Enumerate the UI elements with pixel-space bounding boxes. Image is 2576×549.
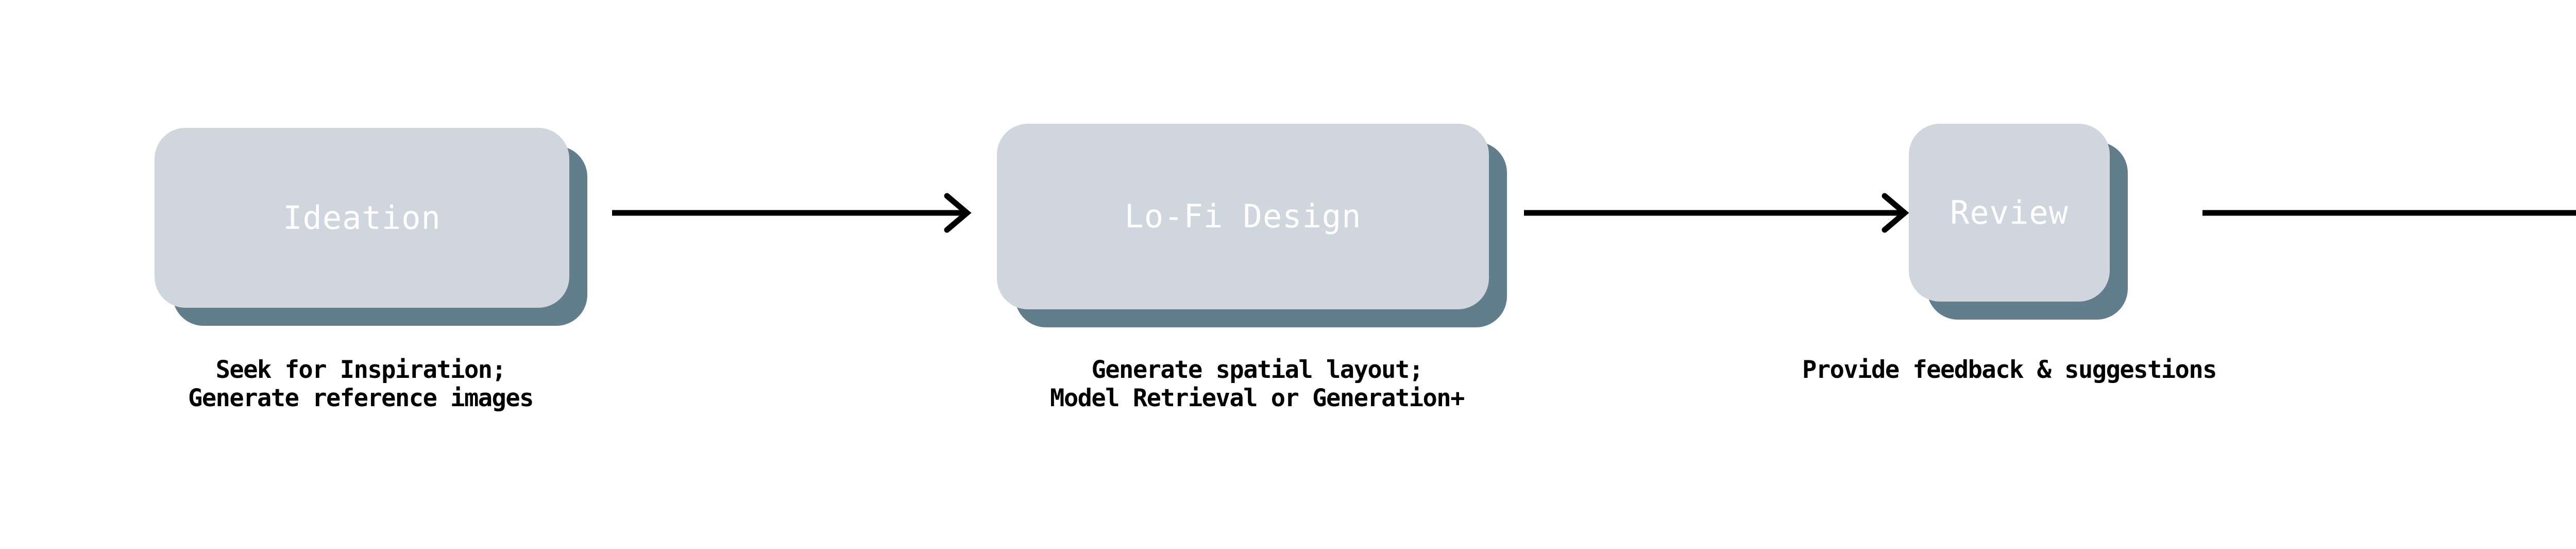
stage-caption-lo-fi-design: Generate spatial layout; Model Retrieval… — [1050, 356, 1465, 413]
arrow-head-icon — [1882, 193, 1909, 233]
stage-node-ideation[interactable]: Ideation — [155, 128, 587, 326]
arrow-head-icon — [944, 193, 972, 233]
node-body: Ideation — [155, 128, 569, 308]
stage-label: Review — [1950, 193, 2069, 231]
connector-arrow-1 — [612, 190, 973, 236]
stage-label: Lo-Fi Design — [1124, 197, 1362, 235]
connector-arrow-3 — [2202, 190, 2576, 236]
node-body: Lo-Fi Design — [997, 124, 1489, 309]
node-body: Review — [1909, 124, 2110, 302]
connector-arrow-2 — [1524, 190, 1910, 236]
stage-caption-ideation: Seek for Inspiration; Generate reference… — [188, 356, 534, 413]
stage-node-lo-fi-design[interactable]: Lo-Fi Design — [997, 124, 1507, 327]
stage-caption-review: Provide feedback & suggestions — [1802, 356, 2217, 384]
stage-label: Ideation — [283, 198, 441, 237]
stage-node-review[interactable]: Review — [1909, 124, 2128, 320]
